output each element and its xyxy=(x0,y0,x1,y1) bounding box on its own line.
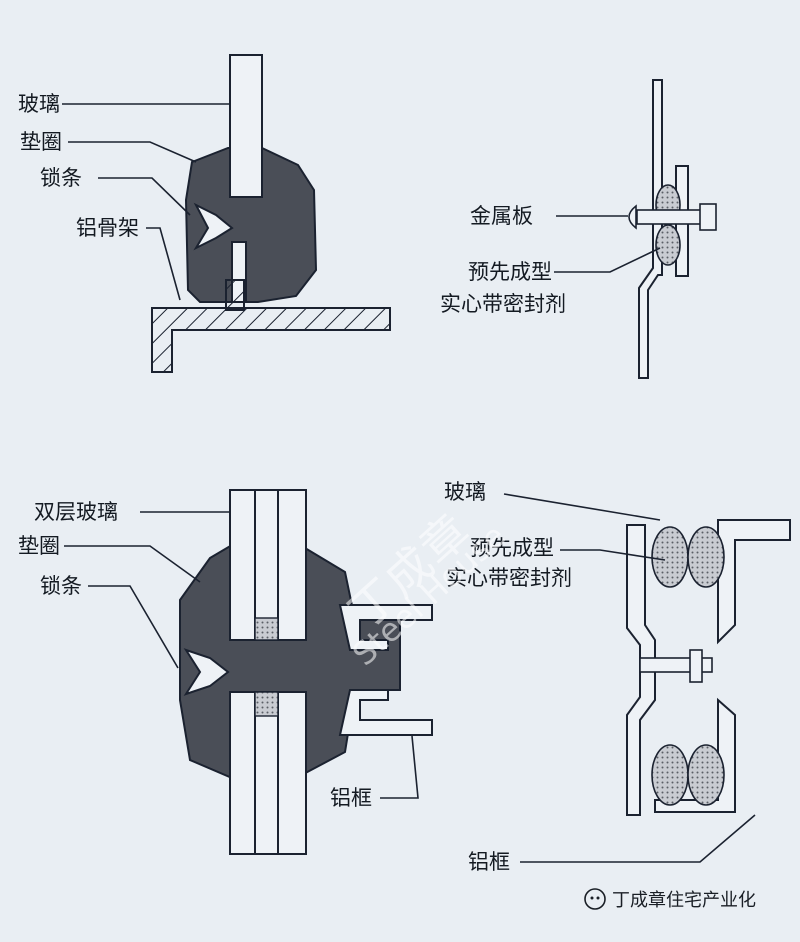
label-metal-plate: 金属板 xyxy=(470,204,533,228)
detail-double-glass xyxy=(179,489,433,855)
leaders-bottom-right xyxy=(503,493,756,863)
detail-preformed-sealant xyxy=(626,519,791,816)
leaders-top-right xyxy=(554,215,661,273)
label-lock-strip-1: 锁条 xyxy=(40,166,82,190)
label-preformed-sealant-2-l2: 实心带密封剂 xyxy=(446,566,572,590)
label-preformed-sealant-2-l1: 预先成型 xyxy=(470,536,554,560)
label-double-glass: 双层玻璃 xyxy=(34,500,118,524)
label-glass-2: 玻璃 xyxy=(444,480,486,504)
label-aluminum-frame-1: 铝框 xyxy=(330,786,372,810)
detail-metal-plate xyxy=(628,79,717,379)
footer-account-name: 丁成章住宅产业化 xyxy=(612,890,756,911)
label-lock-strip-2: 锁条 xyxy=(40,574,82,598)
footer-account: 丁成章住宅产业化 xyxy=(584,886,756,912)
wechat-icon xyxy=(584,888,606,910)
label-gasket-1: 垫圈 xyxy=(20,130,62,154)
label-aluminum-frame-2: 铝框 xyxy=(468,850,510,874)
leaders-top-left xyxy=(62,103,230,301)
leaders-bottom-left xyxy=(64,511,419,799)
label-preformed-sealant-1-l1: 预先成型 xyxy=(468,260,552,284)
label-gasket-2: 垫圈 xyxy=(18,534,60,558)
label-aluminum-frame-member: 铝骨架 xyxy=(76,216,139,240)
label-glass-1: 玻璃 xyxy=(18,92,60,116)
detail-single-glass-gasket xyxy=(151,54,391,373)
label-preformed-sealant-1-l2: 实心带密封剂 xyxy=(440,292,566,316)
